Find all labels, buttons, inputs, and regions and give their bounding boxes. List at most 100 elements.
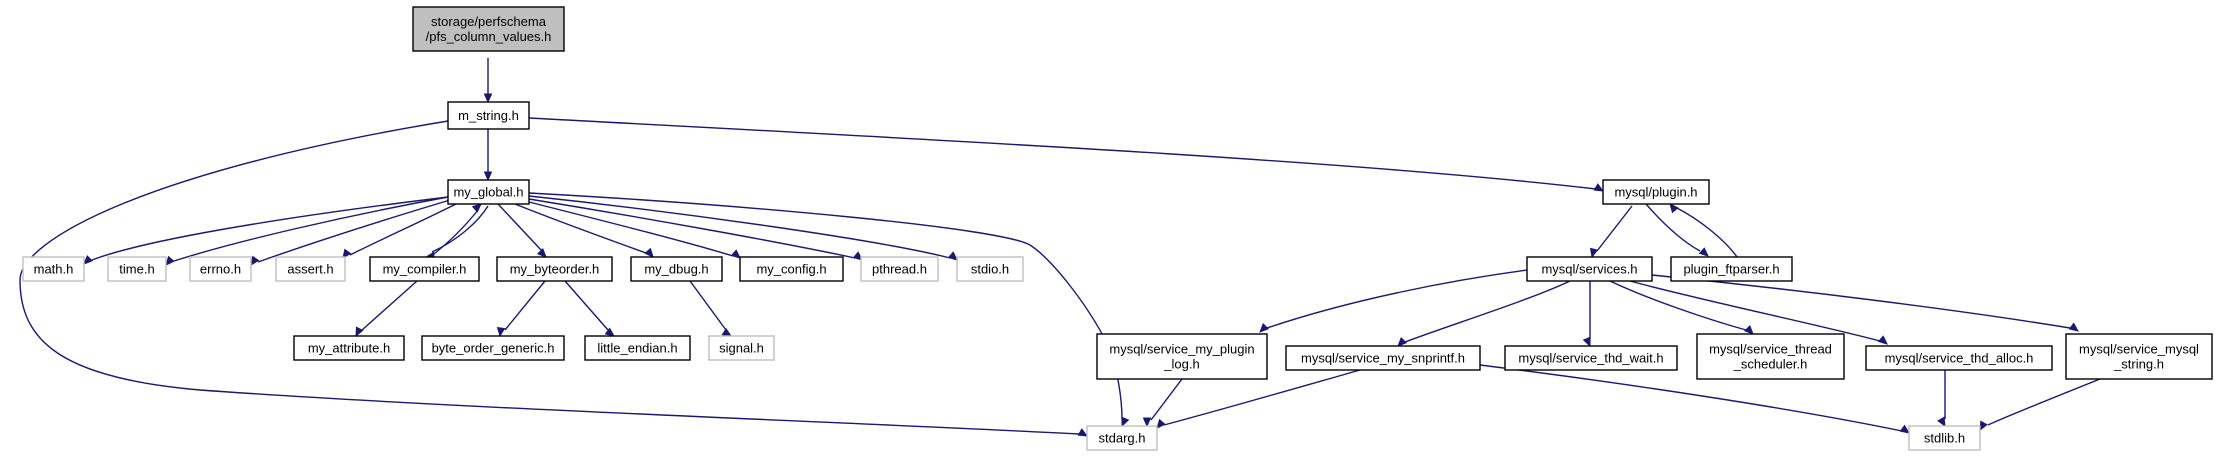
edge-stdlib-svc_thd_alloc — [1937, 370, 1946, 428]
node-label: stdarg.h — [1099, 431, 1146, 446]
node-byte-order-generic[interactable]: byte_order_generic.h — [421, 335, 565, 361]
arrowhead-icon — [1743, 324, 1754, 335]
node-plugin-ftparser[interactable]: plugin_ftparser.h — [1670, 256, 1793, 282]
node-errno[interactable]: errno.h — [189, 256, 252, 282]
edge-byte_order_generic-my_byteorder — [496, 280, 546, 338]
node-label: mysql/service_thd_alloc.h — [1885, 351, 2034, 366]
edge-pthread-my_global — [528, 198, 863, 261]
node-my-dbug[interactable]: my_dbug.h — [630, 256, 723, 282]
node-box — [1096, 333, 1268, 380]
arrowhead-icon — [947, 251, 958, 261]
node-box — [447, 101, 530, 130]
arrowhead-icon — [1669, 203, 1679, 214]
arrowhead-icon — [721, 327, 733, 337]
node-box — [369, 256, 480, 282]
arrowhead-icon — [1259, 322, 1270, 333]
node-m-string[interactable]: m_string.h — [447, 101, 530, 130]
node-box — [1602, 179, 1710, 205]
graph-edges — [19, 58, 2101, 437]
arrowhead-icon — [1589, 247, 1599, 259]
node-my-global[interactable]: my_global.h — [447, 179, 530, 205]
node-box — [447, 179, 530, 205]
node-label: stdlib.h — [1924, 431, 1965, 446]
edge-svc_mysql_string-services — [1651, 274, 2079, 332]
node-svc-thread-sched[interactable]: mysql/service_thread_scheduler.h — [1696, 333, 1845, 380]
node-my-config[interactable]: my_config.h — [739, 256, 844, 282]
edge-line — [528, 198, 856, 259]
node-box — [1086, 425, 1158, 451]
arrowhead-icon — [852, 251, 863, 261]
node-svc-thd-alloc[interactable]: mysql/service_thd_alloc.h — [1865, 345, 2053, 371]
edge-my_config-my_global — [528, 201, 741, 259]
node-label: time.h — [119, 262, 154, 277]
node-math[interactable]: math.h — [22, 256, 85, 282]
node-label: pthread.h — [872, 262, 927, 277]
node-box — [739, 256, 844, 282]
node-root[interactable]: storage/perfschema/pfs_column_values.h — [412, 6, 565, 52]
edge-time-my_global — [165, 196, 449, 266]
node-svc-thd-wait[interactable]: mysql/service_thd_wait.h — [1504, 345, 1678, 371]
edge-line — [1404, 280, 1571, 343]
edge-stdarg-svc_snprintf — [1156, 369, 1361, 429]
edge-plugin-plugin_ftparser — [1669, 203, 1738, 258]
node-label: mysql/service_mysql — [2079, 342, 2199, 357]
node-label: plugin_ftparser.h — [1683, 262, 1779, 277]
node-label: stdio.h — [971, 262, 1009, 277]
arrowhead-icon — [1142, 417, 1152, 428]
node-box — [421, 335, 565, 361]
edge-line — [528, 201, 734, 257]
node-svc-plugin-log[interactable]: mysql/service_my_plugin_log.h — [1096, 333, 1268, 380]
node-little-endian[interactable]: little_endian.h — [584, 335, 691, 361]
edge-line — [514, 203, 647, 254]
edge-stdarg-m_string — [19, 120, 1089, 437]
node-pthread[interactable]: pthread.h — [860, 256, 939, 282]
node-label: byte_order_generic.h — [432, 341, 555, 356]
edge-line — [1645, 203, 1701, 252]
node-box — [630, 256, 723, 282]
edge-svc_thd_alloc-services — [1629, 280, 1888, 345]
node-time[interactable]: time.h — [107, 256, 167, 282]
edge-math-my_global — [83, 196, 449, 265]
edge-errno-my_global — [250, 199, 451, 267]
node-stdlib[interactable]: stdlib.h — [1908, 425, 1981, 451]
edge-line — [19, 120, 1081, 435]
node-assert[interactable]: assert.h — [275, 256, 346, 282]
arrowhead-icon — [1899, 424, 1911, 434]
node-label: little_endian.h — [597, 341, 677, 356]
edge-stdlib-svc_snprintf — [1479, 364, 1911, 434]
node-box — [1504, 345, 1678, 371]
node-my-byteorder[interactable]: my_byteorder.h — [496, 256, 613, 282]
node-box — [956, 256, 1024, 282]
arrowhead-icon — [1582, 336, 1591, 348]
edge-line — [504, 280, 546, 331]
node-stdio[interactable]: stdio.h — [956, 256, 1024, 282]
arrowhead-icon — [2068, 322, 2079, 332]
graph-nodes: storage/perfschema/pfs_column_values.h m_… — [22, 6, 2213, 451]
edge-line — [1676, 207, 1738, 258]
edge-line — [1479, 364, 1903, 432]
node-services[interactable]: mysql/services.h — [1526, 256, 1653, 282]
edge-plugin-m_string — [528, 117, 1605, 192]
node-plugin[interactable]: mysql/plugin.h — [1602, 179, 1710, 205]
node-svc-snprintf[interactable]: mysql/service_my_snprintf.h — [1285, 345, 1481, 371]
arrowhead-icon — [355, 326, 364, 338]
edge-line — [257, 199, 451, 263]
edge-signal-my_dbug — [689, 280, 733, 337]
edge-my_compiler-my_global — [429, 203, 482, 258]
arrowhead-icon — [604, 327, 615, 337]
node-my-compiler[interactable]: my_compiler.h — [369, 256, 480, 282]
node-my-attribute[interactable]: my_attribute.h — [293, 335, 405, 361]
arrowhead-icon — [496, 327, 506, 338]
node-label: _log.h — [1163, 357, 1199, 372]
edge-line — [1266, 268, 1536, 329]
arrowhead-icon — [250, 255, 260, 267]
node-label: m_string.h — [458, 108, 519, 123]
node-svc-mysql-string[interactable]: mysql/service_mysql_string.h — [2065, 333, 2213, 380]
node-box — [1285, 345, 1481, 371]
edge-my_dbug-my_global — [514, 203, 654, 258]
node-stdarg[interactable]: stdarg.h — [1086, 425, 1158, 451]
node-label: my_compiler.h — [383, 262, 467, 277]
arrowhead-icon — [483, 93, 493, 104]
node-signal[interactable]: signal.h — [708, 335, 775, 361]
node-label: mysql/plugin.h — [1614, 185, 1697, 200]
